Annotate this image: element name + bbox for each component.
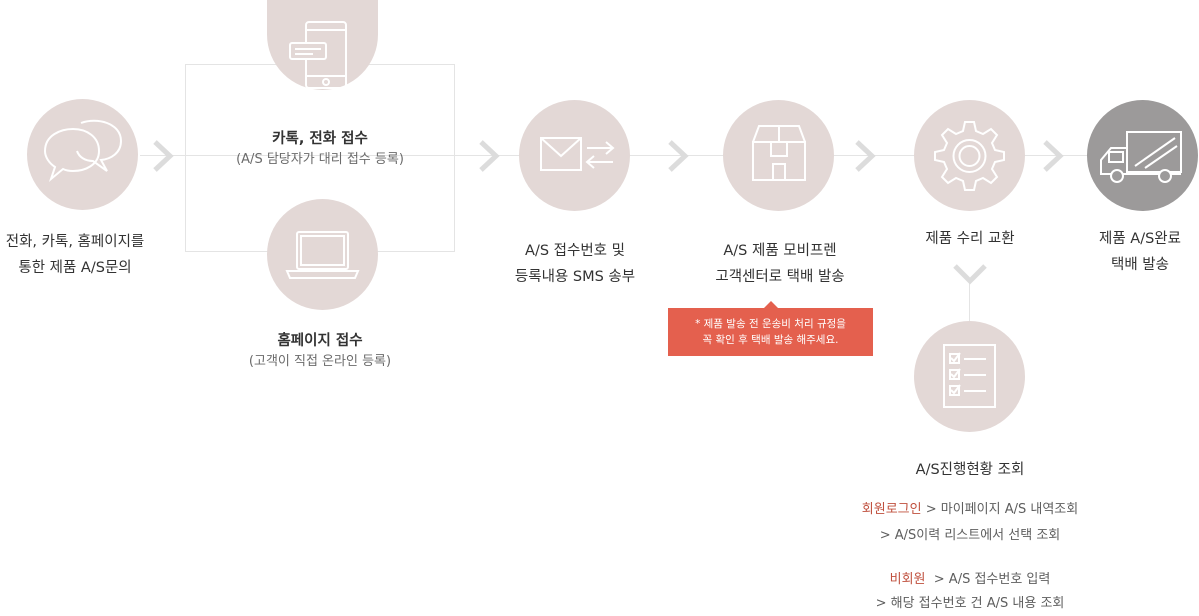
guest-path: > A/S 접수번호 입력 <box>925 572 1051 587</box>
chevron-right-icon <box>855 140 876 172</box>
kakao-title: 카톡, 전화 접수 <box>272 131 368 147</box>
repair-circle <box>914 100 1025 211</box>
member-path: > 마이페이지 A/S 내역조회 <box>921 502 1079 517</box>
delivery-truck-icon <box>1100 131 1182 183</box>
complete-line1: 제품 A/S완료 <box>1099 231 1181 247</box>
sms-line2: 등록내용 SMS 송부 <box>514 269 636 285</box>
ship-line2: 고객센터로 택배 발송 <box>715 269 845 285</box>
ship-to-center-circle <box>723 100 834 211</box>
checklist-icon <box>943 344 996 408</box>
member-info-line1: 회원로그인 > 마이페이지 A/S 내역조회 <box>820 499 1120 521</box>
shipping-notice-callout: * 제품 발송 전 운송비 처리 규정을 꼭 확인 후 택배 발송 해주세요. <box>668 301 873 356</box>
chevron-down-icon <box>953 264 987 285</box>
chevron-right-icon <box>479 140 500 172</box>
guest-info-line1: 비회원 > A/S 접수번호 입력 <box>820 569 1120 591</box>
inquiry-line1: 전화, 카톡, 홈페이지를 <box>5 234 145 250</box>
chevron-right-icon <box>1043 140 1064 172</box>
envelope-exchange-icon <box>540 137 615 171</box>
member-info-line2: > A/S이력 리스트에서 선택 조회 <box>879 528 1061 543</box>
chevron-right-icon <box>153 140 174 172</box>
guest-info-line2: > 해당 접수번호 건 A/S 내용 조회 <box>875 596 1065 611</box>
inquiry-line2: 통한 제품 A/S문의 <box>18 260 132 276</box>
member-label: 회원로그인 <box>861 502 922 517</box>
homepage-sub: (고객이 직접 온라인 등록) <box>248 354 392 369</box>
callout-line2: 꼭 확인 후 택배 발송 해주세요. <box>702 334 839 346</box>
guest-label: 비회원 <box>889 572 926 587</box>
laptop-icon <box>285 231 360 279</box>
status-circle <box>914 321 1025 432</box>
homepage-circle <box>267 199 378 310</box>
ship-line1: A/S 제품 모비프렌 <box>723 243 837 259</box>
gear-icon <box>934 121 1005 191</box>
speech-bubbles-icon <box>43 119 123 183</box>
complete-circle <box>1087 100 1198 211</box>
callout-line1: * 제품 발송 전 운송비 처리 규정을 <box>695 318 846 330</box>
complete-line2: 택배 발송 <box>1111 257 1169 273</box>
kakao-phone-circle <box>267 0 378 90</box>
repair-title: 제품 수리 교환 <box>925 231 1015 247</box>
chevron-right-icon <box>668 140 689 172</box>
status-title: A/S진행현황 조회 <box>915 462 1025 478</box>
mobile-phone-icon <box>289 21 347 89</box>
sms-circle <box>519 100 630 211</box>
inquiry-circle <box>27 99 138 210</box>
status-connector-line <box>969 280 970 324</box>
box-icon <box>752 125 806 181</box>
homepage-title: 홈페이지 접수 <box>277 333 363 349</box>
sms-line1: A/S 접수번호 및 <box>525 243 625 259</box>
kakao-sub: (A/S 담당자가 대리 접수 등록) <box>236 152 404 167</box>
